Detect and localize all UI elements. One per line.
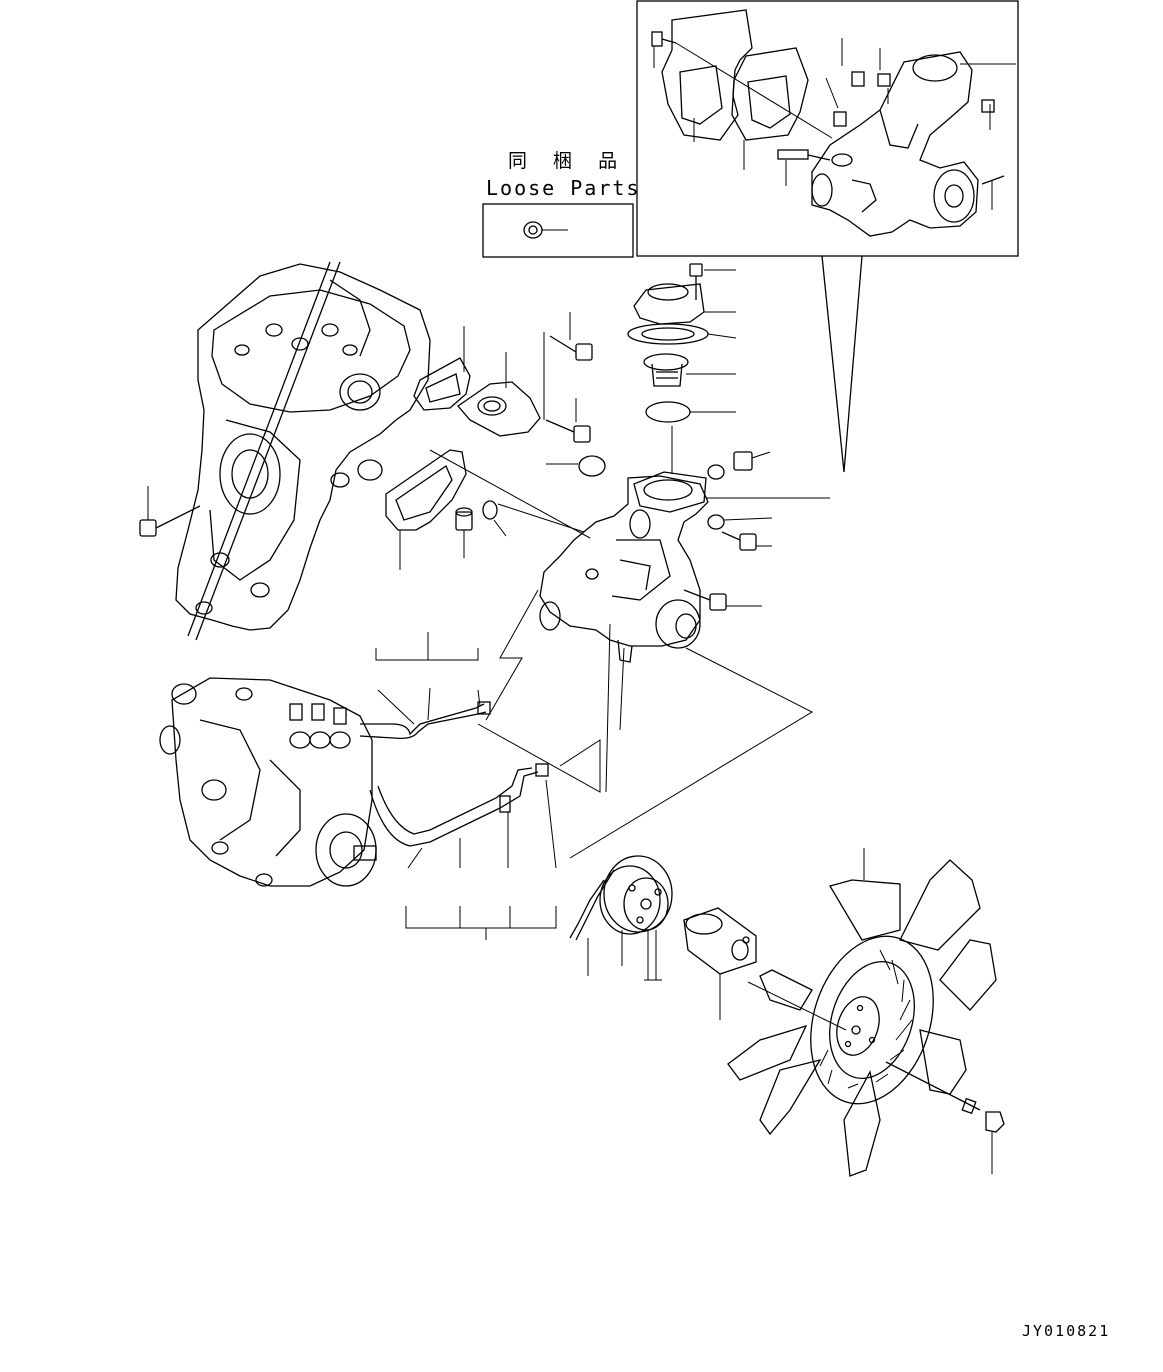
injection-pump [159, 677, 377, 887]
drawing-code: JY010821 [1022, 1322, 1111, 1340]
water-pump [485, 471, 830, 859]
detail-inset [636, 0, 1019, 473]
coolant-hoses [359, 632, 601, 940]
cooling-fan [727, 848, 1005, 1177]
loose-parts-title-jp: 同 梱 品 [508, 150, 628, 172]
pulley-assembly [569, 855, 847, 1031]
loose-parts-title-en: Loose Parts [486, 176, 641, 200]
thermostat-stack [546, 263, 773, 551]
cylinder-block [139, 261, 431, 641]
block-gasket [385, 449, 591, 570]
thermostat-outlet-group [413, 312, 593, 443]
loose-parts-box [482, 203, 634, 258]
